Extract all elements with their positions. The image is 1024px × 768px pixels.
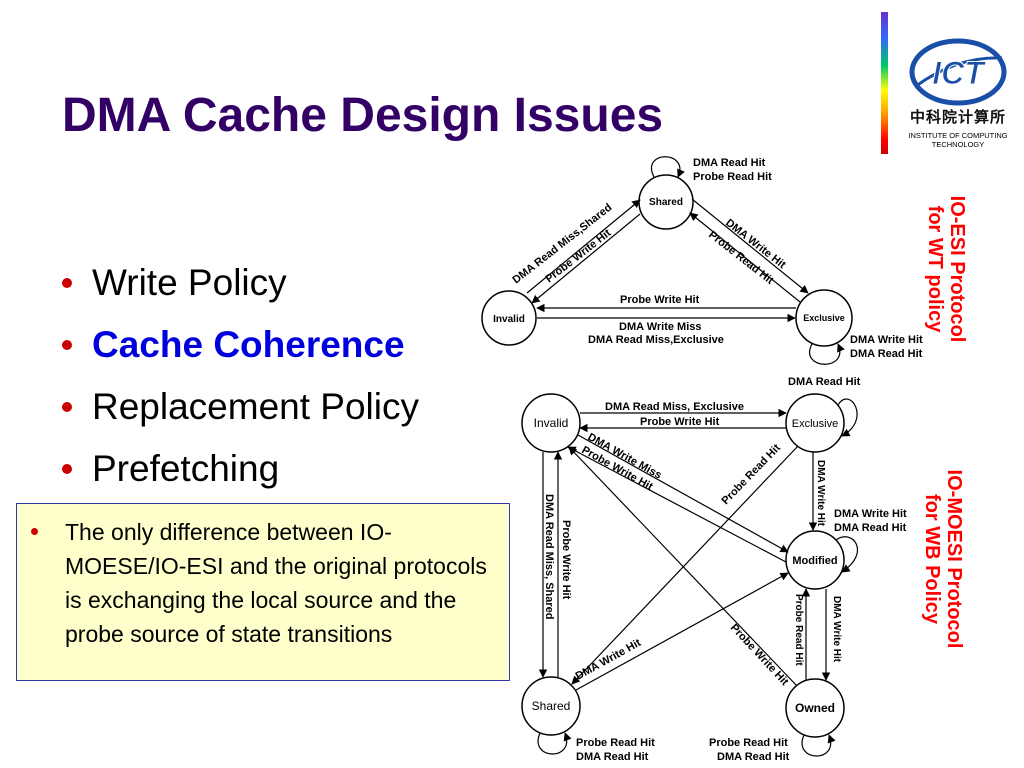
moesi-owned-inv: Probe Write Hit xyxy=(728,622,791,688)
moesi-modified-to-invalid-arrow xyxy=(567,446,787,563)
moesi-shared-to-modified-arrow xyxy=(575,572,789,691)
moesi-mod-self-2: DMA Read Hit xyxy=(834,522,907,534)
esi-shared-self-arrow xyxy=(651,156,685,178)
bullet-prefetching: Prefetching xyxy=(62,448,419,510)
moesi-inv-excl-2: Probe Write Hit xyxy=(640,416,720,428)
bullet-write-policy: Write Policy xyxy=(62,262,419,324)
rainbow-bar xyxy=(881,12,888,154)
moesi-excl-shared: Probe Read Hit xyxy=(720,442,784,507)
io-esi-label-line1: IO-ESI Protocol xyxy=(946,195,968,343)
esi-inv-excl-bot-1: DMA Write Miss xyxy=(619,321,702,333)
bullet-dot xyxy=(62,278,72,288)
moesi-shared-mod: DMA Write Hit xyxy=(574,637,644,683)
io-moesi-label-line2: for WB Policy xyxy=(921,493,943,624)
moesi-state-exclusive xyxy=(785,393,845,453)
logo-chinese-name: 中科院计算所 xyxy=(909,108,1006,126)
esi-state-shared-label: Shared xyxy=(649,197,683,208)
moesi-state-owned xyxy=(785,678,845,738)
esi-diagram: Shared Invalid Exclusive DMA Read Hit Pr… xyxy=(481,156,923,365)
moesi-inv-excl-1: DMA Read Miss, Exclusive xyxy=(605,401,744,413)
moesi-state-owned-label: Owned xyxy=(795,701,835,715)
bullet-dot xyxy=(62,464,72,474)
moesi-shared-self-1: Probe Read Hit xyxy=(576,737,655,749)
esi-state-invalid xyxy=(481,290,537,346)
moesi-state-invalid-label: Invalid xyxy=(534,416,569,430)
moesi-state-shared xyxy=(521,676,581,736)
moesi-shared-self-arrow xyxy=(537,732,572,755)
moesi-exclusive-to-shared-arrow xyxy=(571,445,799,685)
esi-state-invalid-label: Invalid xyxy=(493,314,525,325)
logo-english-line1: INSTITUTE OF COMPUTING xyxy=(908,131,1008,140)
moesi-excl-self: DMA Read Hit xyxy=(788,376,861,388)
bullet-text: Cache Coherence xyxy=(92,324,405,365)
bullet-dot xyxy=(62,402,72,412)
bullet-cache-coherence: Cache Coherence xyxy=(62,324,419,386)
ict-logo-mark: ICT xyxy=(909,38,1007,106)
esi-shared-to-invalid-arrow xyxy=(531,213,641,304)
esi-excl-self-1: DMA Write Hit xyxy=(850,334,923,346)
io-esi-protocol-label: IO-ESI Protocol for WT policy xyxy=(924,179,968,359)
moesi-exclusive-self-arrow xyxy=(837,398,858,437)
moesi-state-modified-label: Modified xyxy=(792,555,837,567)
esi-shared-self-2: Probe Read Hit xyxy=(693,171,772,183)
esi-excl-self-2: DMA Read Hit xyxy=(850,348,923,360)
moesi-state-exclusive-label: Exclusive xyxy=(792,418,838,430)
ict-mark-text: ICT xyxy=(932,55,986,91)
moesi-mod-owned: Probe Read Hit xyxy=(793,594,804,666)
bullet-list: Write Policy Cache Coherence Replacement… xyxy=(62,262,419,510)
io-moesi-label-line1: IO-MOESI Protocol xyxy=(943,469,965,649)
moesi-mod-self-1: DMA Write Hit xyxy=(834,508,907,520)
bullet-text: Write Policy xyxy=(92,262,287,303)
moesi-modified-self-arrow xyxy=(835,536,859,573)
esi-shared-to-exclusive-arrow xyxy=(691,198,809,294)
esi-exclusive-self-arrow xyxy=(809,343,845,365)
moesi-inv-shared-2: DMA Read Miss, Shared xyxy=(543,494,555,620)
moesi-inv-shared-1: Probe Write Hit xyxy=(560,520,572,600)
moesi-owned-self-arrow xyxy=(801,734,836,757)
logo-english-name: INSTITUTE OF COMPUTING TECHNOLOGY xyxy=(894,131,1022,149)
esi-state-exclusive xyxy=(795,289,853,347)
moesi-state-invalid xyxy=(521,393,581,453)
esi-exclusive-to-shared-arrow xyxy=(689,212,801,303)
bullet-replacement-policy: Replacement Policy xyxy=(62,386,419,448)
moesi-shared-self-2: DMA Read Hit xyxy=(576,751,649,763)
moesi-state-modified xyxy=(785,530,845,590)
moesi-owned-mod: DMA Write Hit xyxy=(831,596,842,663)
moesi-invalid-to-modified-arrow xyxy=(577,434,789,553)
esi-shared-self-1: DMA Read Hit xyxy=(693,157,766,169)
esi-inv-excl-top: Probe Write Hit xyxy=(620,294,700,306)
esi-inv-excl-bot-2: DMA Read Miss,Exclusive xyxy=(588,334,724,346)
io-esi-label-line2: for WT policy xyxy=(924,205,946,333)
io-moesi-protocol-label: IO-MOESI Protocol for WB Policy xyxy=(921,454,965,664)
slide-title: DMA Cache Design Issues xyxy=(62,89,664,142)
note-box: The only difference between IO-MOESE/IO-… xyxy=(16,503,510,681)
bullet-text: Replacement Policy xyxy=(92,386,419,427)
moesi-state-shared-label: Shared xyxy=(532,699,571,713)
bullet-text: Prefetching xyxy=(92,448,280,489)
esi-state-exclusive-label: Exclusive xyxy=(803,313,845,323)
moesi-owned-to-invalid-arrow xyxy=(568,446,798,687)
esi-invalid-to-shared-arrow xyxy=(526,199,641,294)
ict-logo: ICT 中科院计算所 INSTITUTE OF COMPUTING TECHNO… xyxy=(894,36,1022,154)
moesi-diagram: Invalid Exclusive Modified Shared Owned … xyxy=(521,376,907,763)
moesi-owned-self-2: DMA Read Hit xyxy=(717,751,790,763)
logo-english-line2: TECHNOLOGY xyxy=(931,140,985,149)
bullet-dot xyxy=(62,340,72,350)
note-bullet-dot xyxy=(31,528,38,535)
note-text: The only difference between IO-MOESE/IO-… xyxy=(65,519,487,647)
moesi-excl-mod: DMA Write Hit xyxy=(815,460,826,527)
moesi-owned-self-1: Probe Read Hit xyxy=(709,737,788,749)
